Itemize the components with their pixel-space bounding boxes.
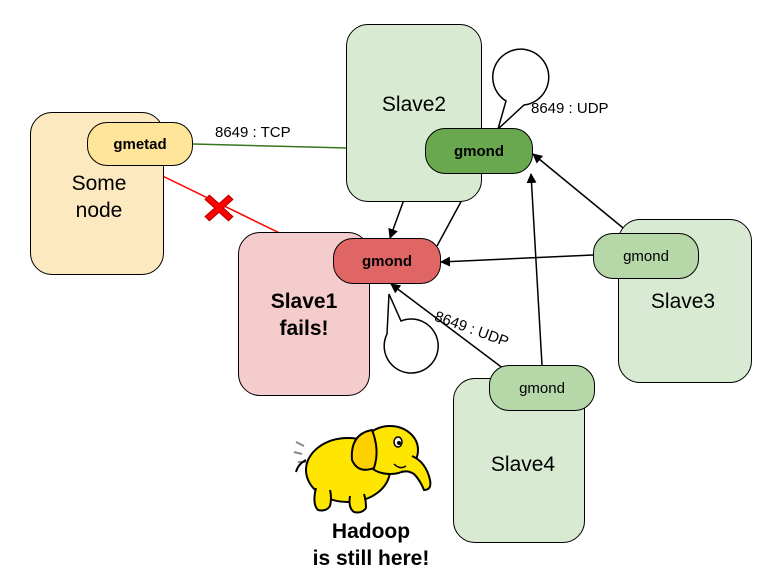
tcp-port-label: 8649 : TCP [215, 124, 291, 141]
gmond-slave4-pill: gmond [489, 365, 595, 411]
hadoop-caption: Hadoop is still here! [312, 520, 430, 570]
slave1-self-message-bubble [383, 293, 439, 374]
slave4-label: Slave4 [490, 453, 556, 476]
slave2-udp-port-label: 8649 : UDP [531, 100, 609, 117]
some-node-label: Some node [71, 172, 127, 222]
gmond-slave3-pill: gmond [593, 233, 699, 279]
slave2-self-message-bubble [492, 48, 550, 132]
link-slave4-to-slave2 [526, 173, 543, 366]
gmond-slave2-pill: gmond [425, 128, 533, 174]
slave3-label: Slave3 [650, 290, 716, 313]
link-slave3-to-slave2 [532, 153, 629, 233]
link-slave3-to-slave1 [440, 254, 594, 267]
slave1-label: Slave1 fails! [270, 290, 338, 340]
x-mark-icon [204, 194, 234, 222]
gmetad-pill: gmetad [87, 122, 193, 166]
slave2-label: Slave2 [381, 93, 447, 116]
gmond-slave1-pill: gmond [333, 238, 441, 284]
link-slave4-to-slave1 [390, 283, 509, 373]
hadoop-elephant-icon [293, 425, 432, 514]
